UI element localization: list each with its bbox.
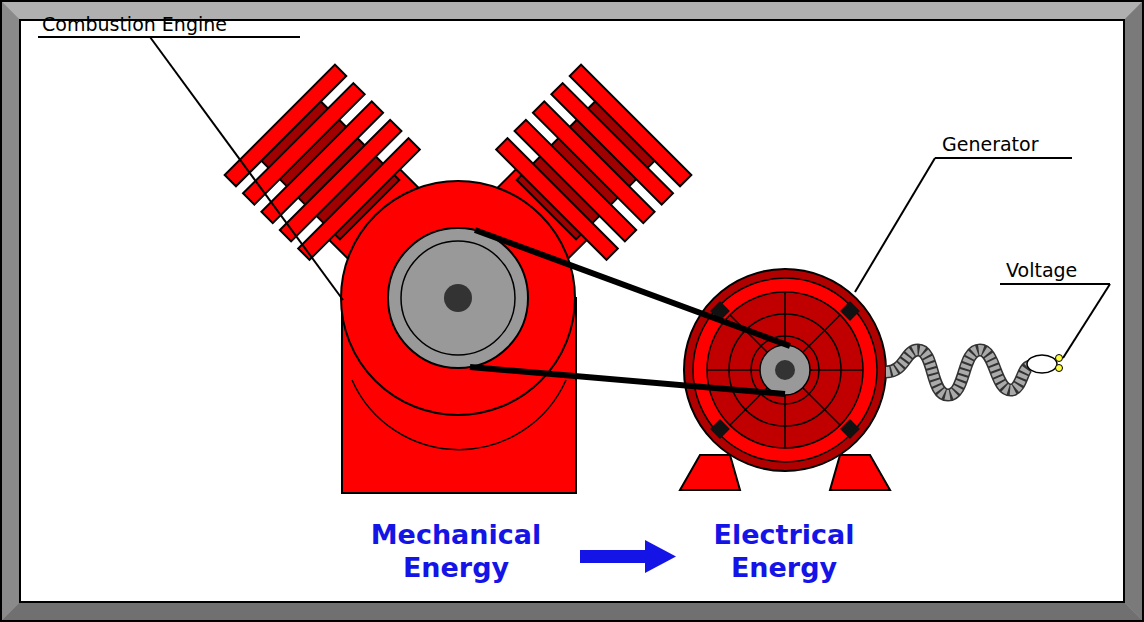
part-label: Generator bbox=[942, 133, 1038, 155]
energy-label: Electrical Energy bbox=[674, 518, 894, 584]
energy-arrow bbox=[580, 540, 676, 573]
power-cable bbox=[886, 350, 1063, 395]
energy-label: Mechanical Energy bbox=[346, 518, 566, 584]
part-label: Combustion Engine bbox=[42, 13, 227, 35]
generator bbox=[680, 269, 890, 490]
belt bbox=[475, 230, 790, 346]
combustion-engine bbox=[225, 65, 692, 493]
ground bbox=[20, 20, 1124, 602]
part-label: Voltage bbox=[1006, 259, 1077, 281]
leader-lines bbox=[38, 37, 1110, 358]
